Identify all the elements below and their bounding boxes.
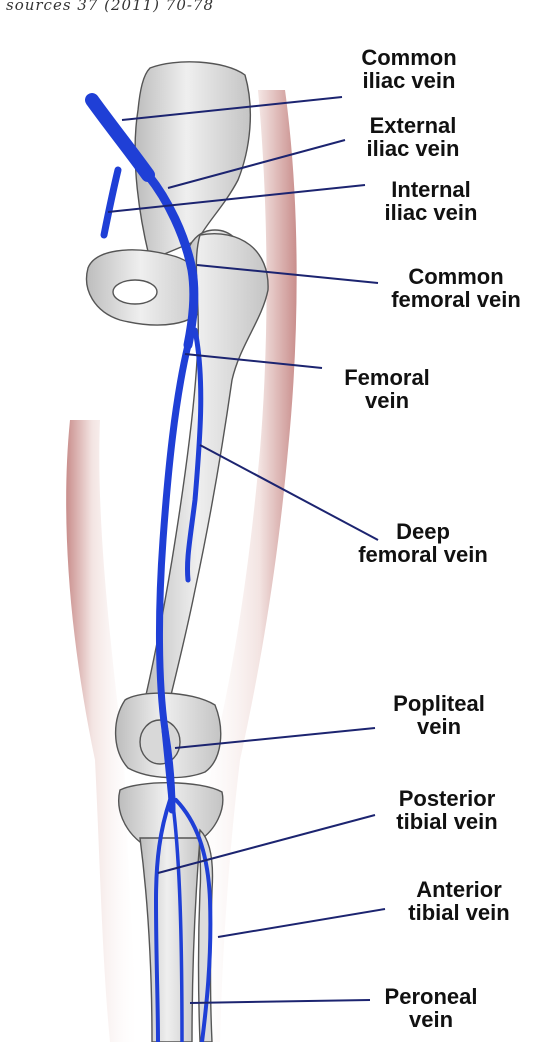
label-posterior-tibial-vein: Posterior tibial vein [375, 787, 519, 833]
label-external-iliac-vein: External iliac vein [348, 114, 478, 160]
label-popliteal-vein: Popliteal vein [374, 692, 504, 738]
leader-anterior-tibial [218, 909, 385, 937]
label-internal-iliac-vein: Internal iliac vein [366, 178, 496, 224]
patella [140, 720, 180, 764]
tibia [140, 838, 200, 1042]
label-anterior-tibial-vein: Anterior tibial vein [387, 878, 531, 924]
obturator-foramen [113, 280, 157, 304]
label-femoral-vein: Femoral vein [322, 366, 452, 412]
source-citation: sources 37 (2011) 70-78 [6, 0, 214, 14]
internal-iliac-vein-path [104, 170, 118, 235]
label-deep-femoral-vein: Deep femoral vein [333, 520, 513, 566]
label-common-iliac-vein: Common iliac vein [344, 46, 474, 92]
pelvis-bone [135, 62, 250, 260]
label-common-femoral-vein: Common femoral vein [368, 265, 544, 311]
label-peroneal-vein: Peroneal vein [366, 985, 496, 1031]
